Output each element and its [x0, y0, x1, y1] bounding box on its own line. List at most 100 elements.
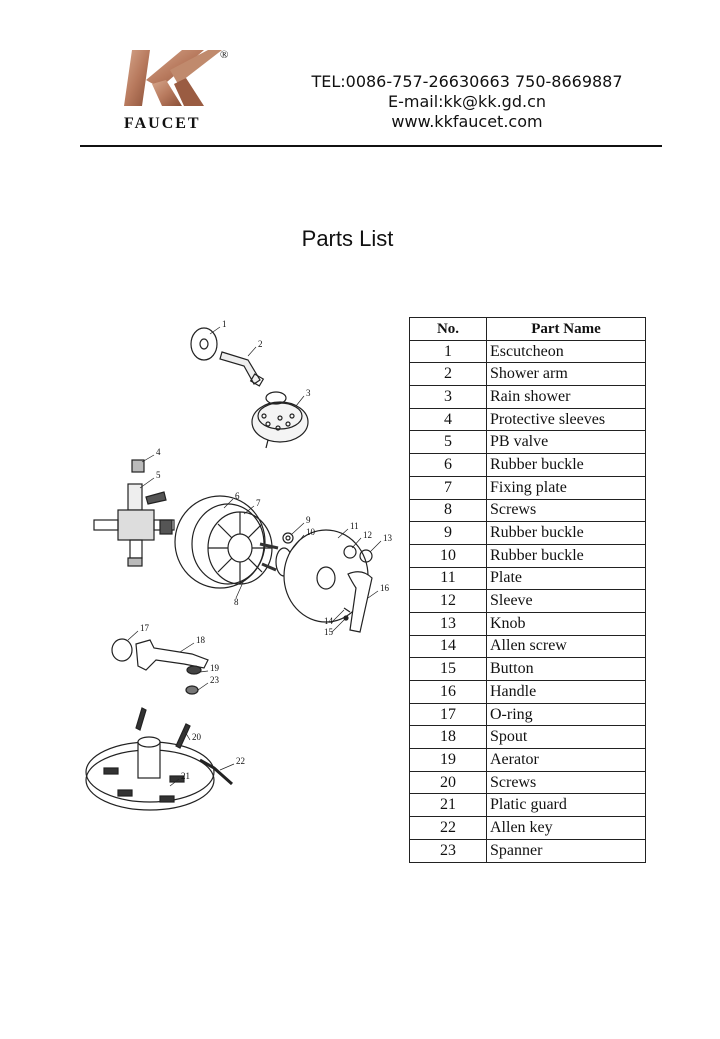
part-name-cell: Allen screw	[486, 634, 646, 659]
callout-10: 10	[306, 527, 316, 537]
callout-13: 13	[383, 533, 393, 543]
part-name-cell: Button	[486, 657, 646, 681]
callout-9: 9	[306, 515, 311, 525]
part-plastic-guard-drawing	[85, 707, 233, 811]
part-name-cell: Protective sleeves	[486, 407, 646, 432]
part-number-cell: 7	[409, 475, 487, 500]
part-number-cell: 19	[409, 748, 487, 772]
part-name-cell: O-ring	[486, 702, 646, 727]
contact-info: TEL:0086-757-26630663 750-8669887 E-mail…	[292, 72, 642, 132]
part-name-cell: Screws	[486, 770, 646, 795]
part-name-cell: Aerator	[486, 748, 646, 772]
part-handle-drawing	[343, 571, 373, 633]
kk-faucet-logo: ® FAUCET	[124, 49, 228, 132]
phone-text: TEL:0086-757-26630663 750-8669887	[311, 72, 623, 91]
part-fixing-plate-drawing	[174, 495, 279, 589]
callout-20: 20	[192, 732, 202, 742]
part-number-cell: 2	[409, 362, 487, 387]
callout-16: 16	[380, 583, 390, 593]
part-name-cell: PB valve	[486, 430, 646, 455]
part-number-cell: 15	[409, 657, 487, 681]
part-name-cell: Fixing plate	[486, 475, 646, 500]
header-divider	[80, 145, 662, 147]
callout-11: 11	[350, 521, 359, 531]
callout-19: 19	[210, 663, 220, 673]
part-number-cell: 11	[409, 566, 487, 591]
callout-8: 8	[234, 597, 239, 607]
part-number-cell: 18	[409, 725, 487, 750]
part-number-cell: 21	[409, 793, 487, 818]
callout-17: 17	[140, 623, 150, 633]
page-title: Parts List	[301, 226, 394, 251]
part-number-cell: 20	[409, 770, 487, 795]
part-escutcheon-drawing	[190, 327, 218, 361]
part-number-cell: 6	[409, 453, 487, 477]
part-name-cell: Knob	[486, 611, 646, 636]
callout-15: 15	[324, 627, 334, 637]
callout-4: 4	[156, 447, 161, 457]
part-name-cell: Rubber buckle	[486, 543, 646, 568]
callout-22: 22	[236, 756, 245, 766]
logo-brand-text: FAUCET	[124, 115, 201, 132]
part-name-cell: Plate	[486, 566, 646, 591]
part-name-cell: Rain shower	[486, 385, 646, 409]
part-number-cell: 1	[409, 339, 487, 364]
part-number-cell: 22	[409, 816, 487, 840]
callout-2: 2	[258, 339, 263, 349]
part-number-cell: 23	[409, 838, 487, 863]
callout-14: 14	[324, 616, 334, 626]
part-pb-valve-drawing	[93, 459, 175, 567]
callout-23: 23	[210, 675, 220, 685]
part-name-cell: Sleeve	[486, 589, 646, 613]
part-name-cell: Handle	[486, 680, 646, 704]
part-name-cell: Shower arm	[486, 362, 646, 387]
part-rain-shower-drawing	[251, 391, 309, 449]
callout-7: 7	[256, 498, 261, 508]
parts-table-header-row: No. Part Name	[409, 317, 646, 341]
part-number-cell: 12	[409, 589, 487, 613]
part-name-cell: Spout	[486, 725, 646, 750]
exploded-parts-diagram: 1 2 3 4 5 6 7 8 9 10 11 12 13 14 15 16 1…	[85, 319, 393, 811]
part-number-cell: 5	[409, 430, 487, 455]
part-name-cell: Spanner	[486, 838, 646, 863]
part-number-cell: 10	[409, 543, 487, 568]
part-number-cell: 14	[409, 634, 487, 659]
part-shower-arm-drawing	[219, 351, 265, 387]
column-header-part-name: Part Name	[486, 317, 646, 341]
registered-mark: ®	[220, 49, 228, 61]
callout-5: 5	[156, 470, 161, 480]
part-name-cell: Screws	[486, 498, 646, 523]
column-header-no: No.	[409, 317, 487, 341]
part-number-cell: 4	[409, 407, 487, 432]
part-number-cell: 16	[409, 680, 487, 704]
part-name-cell: Escutcheon	[486, 339, 646, 364]
part-number-cell: 9	[409, 521, 487, 545]
email-text: E-mail:kk@kk.gd.cn	[387, 92, 547, 111]
part-number-cell: 17	[409, 702, 487, 727]
part-number-cell: 3	[409, 385, 487, 409]
callout-3: 3	[306, 388, 311, 398]
website-text: www.kkfaucet.com	[391, 112, 543, 131]
callout-12: 12	[363, 530, 372, 540]
part-spout-drawing	[111, 638, 209, 695]
